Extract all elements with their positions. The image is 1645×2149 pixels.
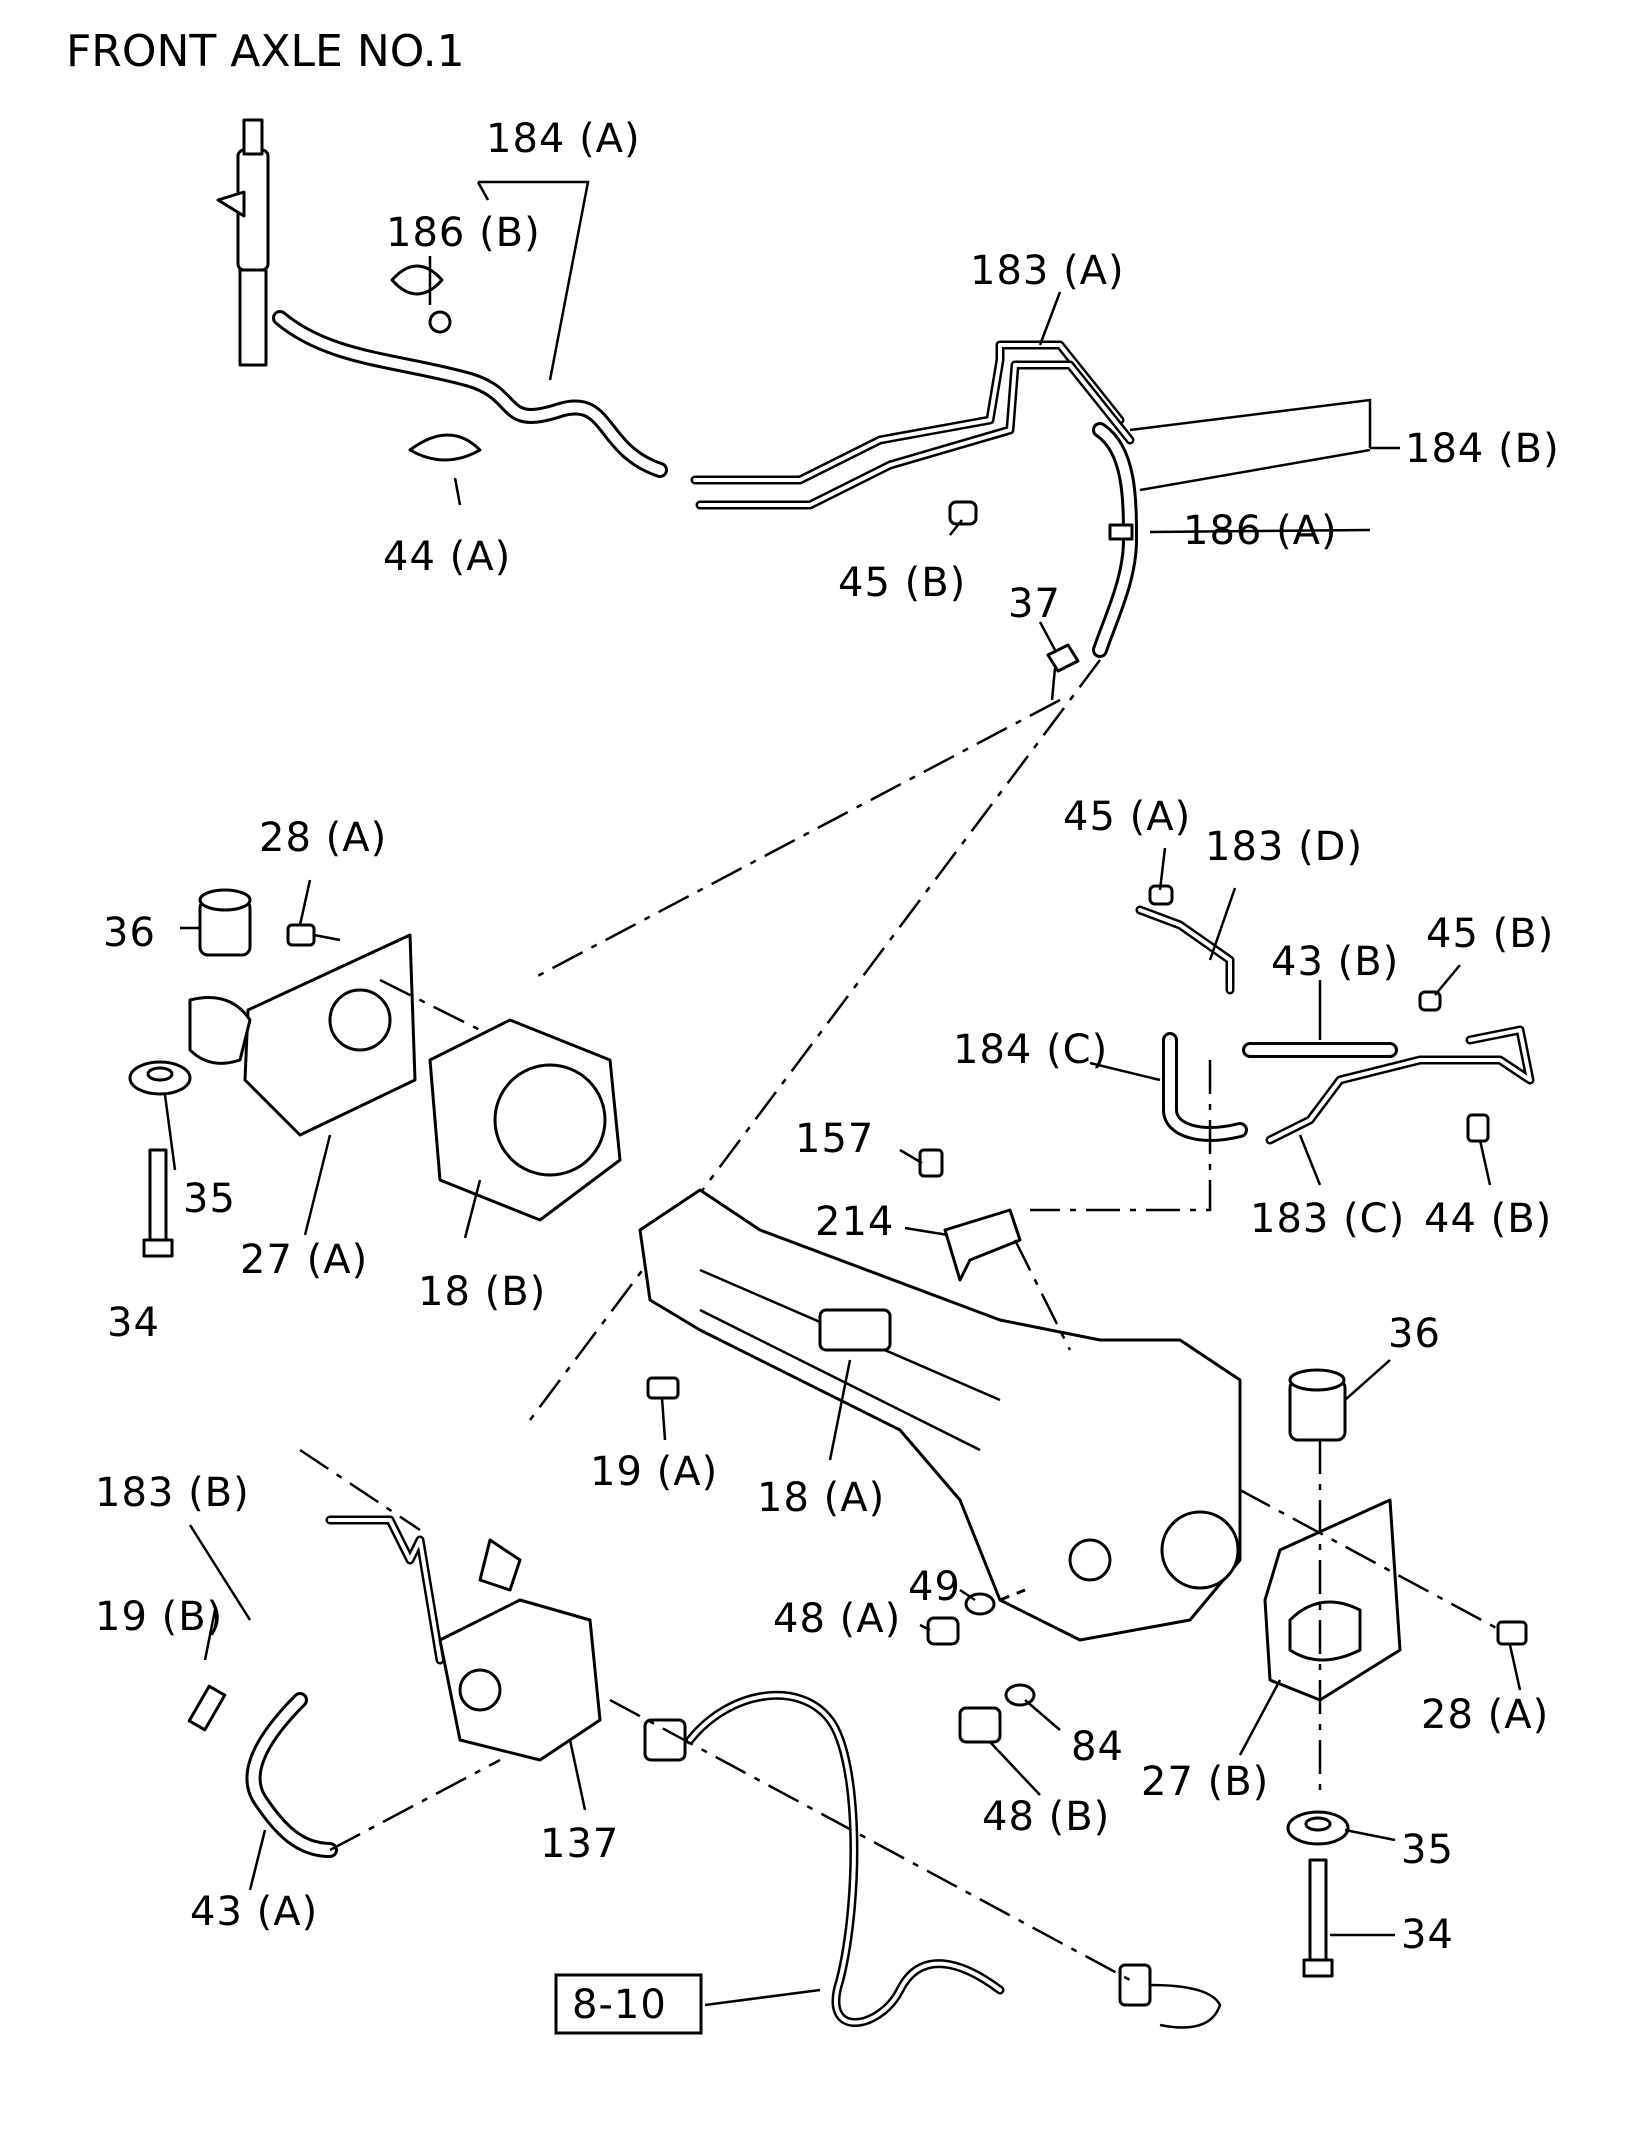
bolt-28a-left [286, 923, 341, 947]
bushing-36-right [1288, 1368, 1347, 1442]
callout-183a: 183 (A) [970, 248, 1125, 294]
clip-186a [1108, 523, 1134, 541]
hose-184a [272, 310, 668, 478]
clip-44a [408, 433, 482, 462]
callout-183d: 183 (D) [1205, 824, 1363, 870]
callout-27a: 27 (A) [240, 1237, 368, 1283]
callout-37: 37 [1008, 581, 1061, 627]
callout-18b: 18 (B) [418, 1269, 546, 1315]
clip-44b [1466, 1113, 1490, 1143]
hose-43a [245, 1692, 338, 1858]
leader-lines [163, 180, 1522, 2007]
callout-19a: 19 (A) [590, 1449, 718, 1495]
axle-housing-18a [638, 1188, 1242, 1642]
pipe-183b [325, 1515, 445, 1665]
fitting-45b-top [948, 500, 978, 526]
callout-48b: 48 (B) [982, 1794, 1110, 1840]
breather-fitting-top-left [216, 118, 270, 367]
leader-49-line [999, 1588, 1026, 1602]
bolt-34-left [142, 1148, 174, 1258]
callout-44b: 44 (B) [1424, 1196, 1552, 1242]
clip-186b [390, 264, 452, 334]
callout-45b-right: 45 (B) [1426, 911, 1554, 957]
callout-214: 214 [815, 1199, 894, 1245]
centerline-183b [299, 1448, 421, 1532]
washer-35-right [1286, 1810, 1350, 1846]
centerline-harness [609, 1698, 1131, 1982]
flange-18b [428, 1018, 622, 1222]
callout-28a-right: 28 (A) [1421, 1692, 1549, 1738]
centerline-breather-left [529, 698, 1061, 982]
callout-36-left: 36 [103, 910, 156, 956]
callout-186b: 186 (B) [386, 210, 541, 256]
callout-183b: 183 (B) [95, 1470, 250, 1516]
centerline-43a [329, 1758, 501, 1852]
washer-84 [1004, 1683, 1036, 1707]
callout-184c: 184 (C) [953, 1027, 1108, 1073]
callout-44a: 44 (A) [383, 534, 511, 580]
centerline-right-bolt [1239, 1488, 1501, 1632]
callout-186a: 186 (A) [1183, 508, 1338, 554]
centerline-left-mount [379, 978, 501, 1042]
actuator-137 [438, 1538, 602, 1762]
centerline-breather-right [529, 659, 1101, 1421]
callout-19b: 19 (B) [95, 1594, 223, 1640]
plug-157 [918, 1148, 944, 1178]
fitting-45b-right [1418, 990, 1442, 1012]
reference-box[interactable] [554, 1973, 703, 2035]
callout-183c: 183 (C) [1250, 1196, 1405, 1242]
callout-28a-left: 28 (A) [259, 815, 387, 861]
callout-48a: 48 (A) [773, 1596, 901, 1642]
callout-34-right: 34 [1401, 1912, 1454, 1958]
callout-27b: 27 (B) [1141, 1759, 1269, 1805]
reference-box-label: 8-10 [572, 1982, 667, 2028]
bolt-28a-right [1496, 1620, 1528, 1646]
centerline-214 [1013, 1239, 1072, 1351]
bushing-36-left [198, 888, 252, 957]
pipe-183c [1265, 1025, 1535, 1145]
callout-18a: 18 (A) [757, 1475, 885, 1521]
callout-43a: 43 (A) [190, 1889, 318, 1935]
callout-157: 157 [795, 1116, 874, 1162]
harness [643, 1690, 1222, 2029]
page-title: FRONT AXLE NO.1 [66, 26, 465, 77]
plug-48b [958, 1706, 1002, 1744]
callout-43b: 43 (B) [1271, 939, 1399, 985]
bracket-27b [1263, 1498, 1402, 1702]
callout-35-right: 35 [1401, 1827, 1454, 1873]
callout-49: 49 [908, 1564, 961, 1610]
callout-34-left: 34 [107, 1300, 160, 1346]
pipe-183d [1135, 905, 1235, 995]
callout-137: 137 [540, 1821, 619, 1867]
pipe-183a [690, 340, 1135, 510]
callout-184b: 184 (B) [1405, 426, 1560, 472]
callout-35-left: 35 [183, 1176, 236, 1222]
plug-48a [926, 1616, 960, 1646]
hose-184c [1162, 1032, 1248, 1142]
callout-45a: 45 (A) [1063, 794, 1191, 840]
bolt-19a [646, 1376, 680, 1400]
callout-45b-top: 45 (B) [838, 560, 966, 606]
callout-184a: 184 (A) [486, 116, 641, 162]
bolt-34-right [1302, 1858, 1334, 1978]
bracket-27a [188, 933, 417, 1137]
centerline-184c [1030, 1060, 1212, 1212]
connector-37 [1046, 643, 1080, 701]
callout-36-right: 36 [1388, 1311, 1441, 1357]
bracket-214 [943, 1208, 1022, 1282]
washer-35-left [128, 1060, 192, 1096]
bolt-19b [187, 1684, 227, 1732]
callout-84: 84 [1071, 1724, 1124, 1770]
